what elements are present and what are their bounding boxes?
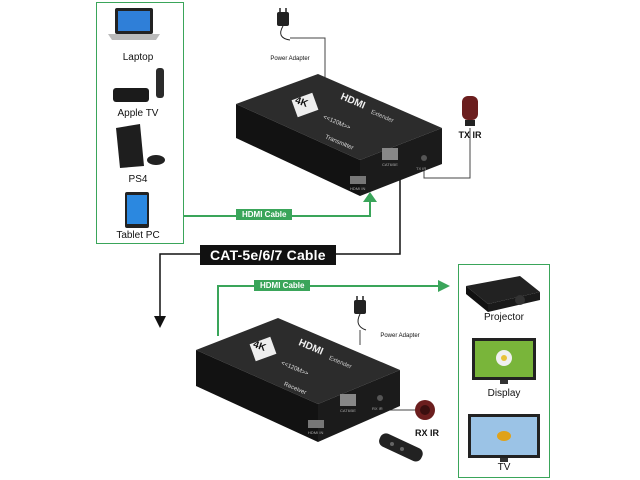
rx-port-cat: CAT6/5E [340,408,356,413]
rx-port-hdmi: HDMI IN [308,430,324,435]
source-label-laptop: Laptop [122,52,154,63]
tx-port-cat: CAT6/5E [382,162,398,167]
display-label-monitor: Display [487,388,521,399]
hdmi-cable-tag-top: HDMI Cable [236,209,293,220]
tx-port-ir: TX IR [416,166,427,171]
display-label-tv: TV [497,462,511,473]
tx-ir-label: TX IR [458,130,482,140]
source-label-ps4: PS4 [128,174,148,185]
cat-cable-tag: CAT-5e/6/7 Cable [200,245,336,265]
source-label-apple-tv: Apple TV [117,108,159,119]
tx-port-hdmi: HDMI IN [350,186,366,191]
rx-port-ir: RX IR [372,406,383,411]
rx-ir-label: RX IR [414,428,439,438]
hdmi-cable-tag-bottom: HDMI Cable [254,280,311,291]
source-label-tablet: Tablet PC [116,230,160,241]
rx-power-label: Power Adapter [380,333,420,339]
tx-power-label: Power Adapter [270,56,310,62]
display-label-projector: Projector [483,312,524,323]
